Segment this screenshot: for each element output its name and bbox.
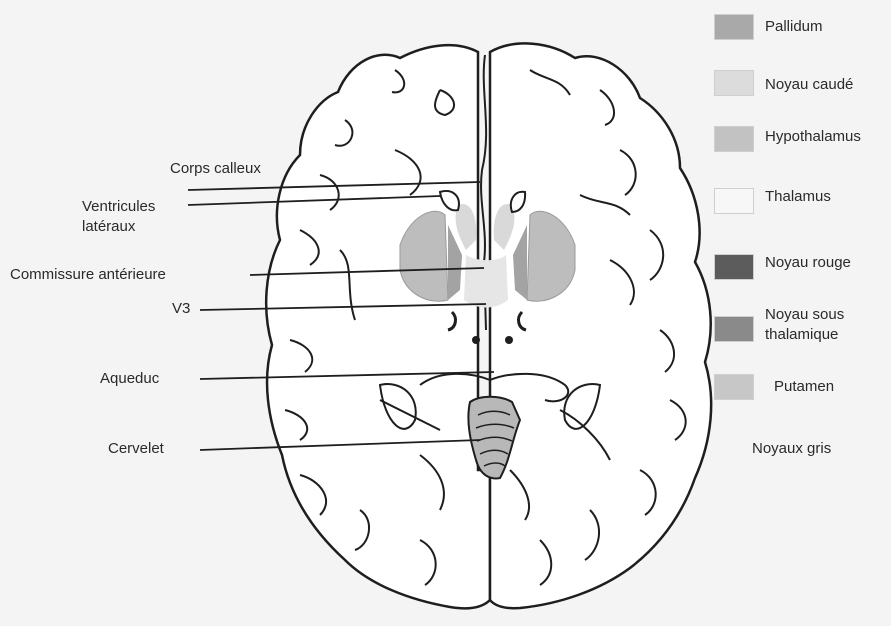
red-nucleus-right [505,336,513,344]
legend-swatch-pallidum [714,14,754,40]
legend-item-putamen: Putamen [714,370,884,402]
legend-swatch-hypothalamus [714,126,754,152]
legend-label-thalamique: thalamique [765,326,838,344]
red-nucleus-left [472,336,480,344]
legend-swatch-putamen [714,374,754,400]
label-aqueduc: Aqueduc [100,370,159,388]
legend-label-hypothalamus: Hypothalamus [765,128,861,146]
legend-item-hypothalamus: Hypothalamus [714,122,884,154]
legend-item-noyau-caude: Noyau caudé [714,66,884,98]
legend-note-noyaux-gris: Noyaux gris [752,440,831,457]
legend-swatch-noyau-rouge [714,254,754,280]
legend-item-noyau-rouge: Noyau rouge [714,250,884,282]
legend-label-noyau-caude: Noyau caudé [765,76,853,94]
left-hemisphere-outline [266,45,490,608]
legend-label-pallidum: Pallidum [765,18,823,36]
legend-label-putamen: Putamen [774,378,834,396]
legend-swatch-noyau-sous-thalamique [714,316,754,342]
legend-label-thalamus: Thalamus [765,188,831,206]
legend-label-noyau-sous: Noyau sous [765,306,844,324]
legend-item-thalamus: Thalamus [714,184,884,216]
label-v3: V3 [172,300,190,318]
label-ventricules-line2: latéraux [82,218,135,236]
legend-item-pallidum: Pallidum [714,10,884,42]
legend-label-noyau-rouge: Noyau rouge [765,254,851,272]
thalamus-region [464,255,508,308]
legend-item-noyau-sous-thalamique: Noyau sous thalamique [714,310,884,356]
right-hemisphere-outline [490,43,711,608]
label-ventricules-line1: Ventricules [82,198,155,216]
label-cervelet: Cervelet [108,440,164,458]
label-corps-calleux: Corps calleux [170,160,261,178]
label-commissure: Commissure antérieure [10,266,166,284]
legend-swatch-noyau-caude [714,70,754,96]
legend-swatch-thalamus [714,188,754,214]
